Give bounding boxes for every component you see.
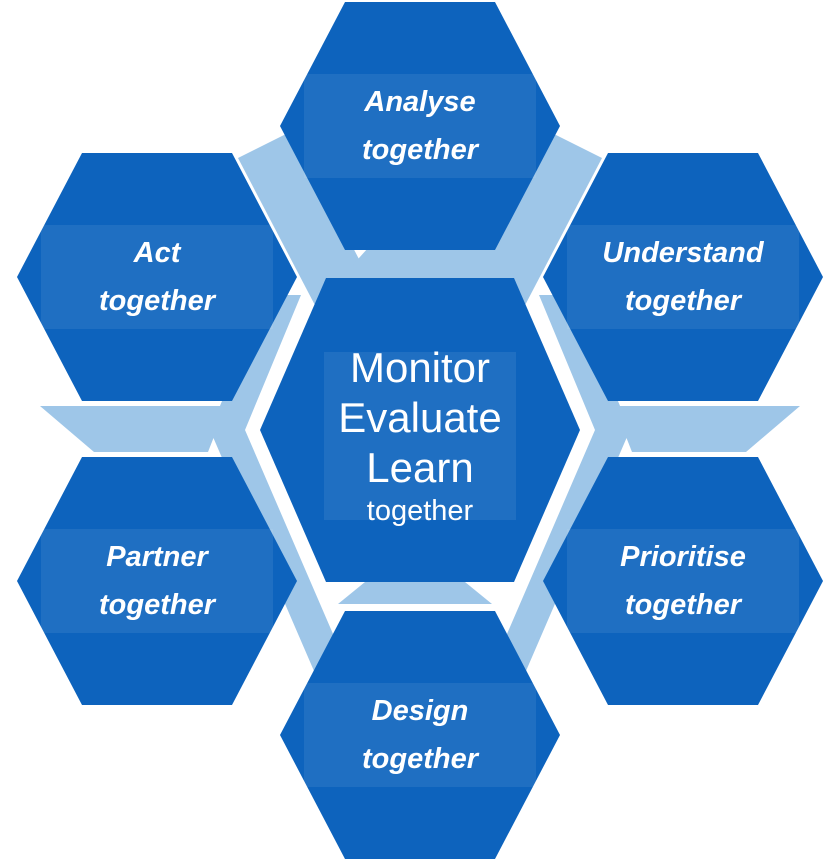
hexagon-design	[280, 611, 560, 859]
hexagon-partner	[17, 457, 297, 705]
hexagon-analyse	[280, 2, 560, 250]
center-label-line: Monitor	[349, 344, 491, 391]
label-line: Partner	[106, 541, 208, 573]
center-label-line: Evaluate	[338, 394, 502, 441]
label-prioritise: Prioritise together	[567, 529, 799, 633]
label-line: Understand	[602, 237, 764, 269]
label-line: Prioritise	[620, 541, 746, 573]
hexagon-act	[17, 153, 297, 401]
label-understand: Understand together	[567, 225, 799, 329]
connector-chevron-right	[472, 295, 630, 715]
center-label-subline: together	[366, 495, 474, 527]
label-line: together	[99, 285, 215, 317]
label-line: together	[625, 589, 741, 621]
connector-chevron-left	[210, 295, 368, 715]
label-analyse: Analyse together	[304, 74, 536, 178]
connector-band-top-horizontal	[341, 248, 543, 278]
connector-band-top-left	[238, 131, 372, 311]
connector-band-bottom-horizontal	[338, 582, 492, 604]
label-center: Monitor Evaluate Learn together	[324, 344, 516, 527]
label-design: Design together	[304, 683, 536, 787]
label-line: Act	[133, 237, 181, 269]
label-act: Act together	[41, 225, 273, 329]
hexagon-understand	[543, 153, 823, 401]
label-line: together	[362, 743, 478, 775]
hexagon-prioritise	[543, 457, 823, 705]
label-line: together	[362, 134, 478, 166]
hexagon-center	[260, 278, 580, 582]
label-line: Analyse	[364, 86, 476, 118]
label-partner: Partner together	[41, 529, 273, 633]
label-line: together	[99, 589, 215, 621]
connector-band-right-horizontal	[614, 406, 800, 452]
label-line: together	[625, 285, 741, 317]
connector-band-left-horizontal	[40, 406, 226, 452]
center-label-line: Learn	[366, 444, 474, 491]
label-line: Design	[371, 695, 469, 727]
